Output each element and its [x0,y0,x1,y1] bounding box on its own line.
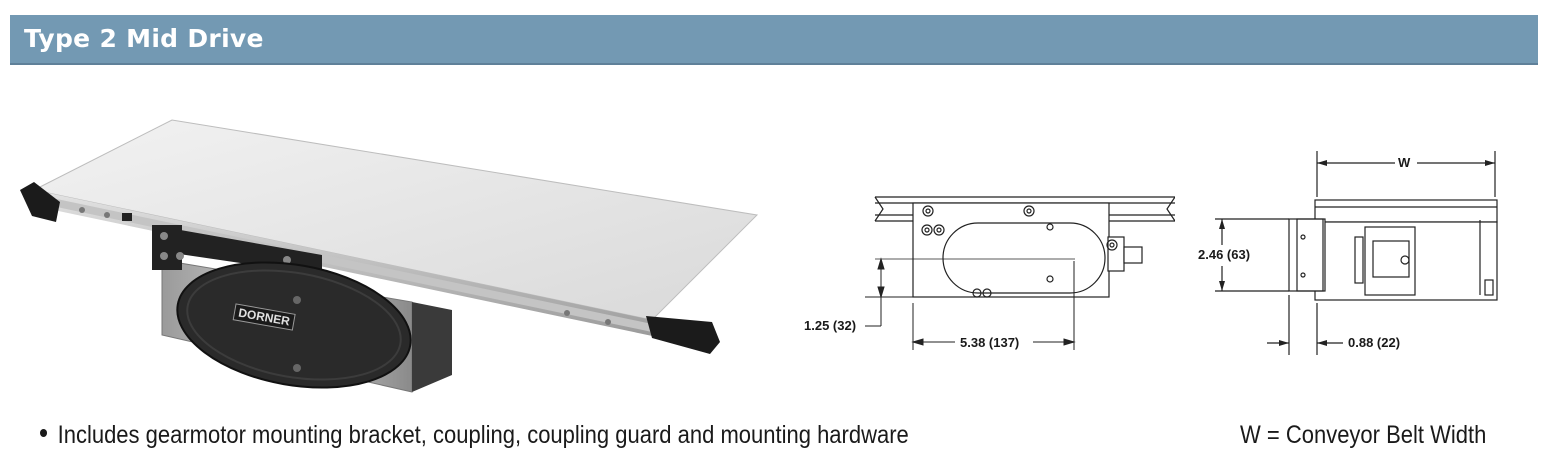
section-header: Type 2 Mid Drive [10,15,1538,65]
dim-height-offset: 1.25 (32) [804,318,857,333]
conveyor-photo: DORNER [20,119,759,393]
bullet-dot-icon [40,429,48,438]
rail-bolt [79,207,85,213]
coupling-guard [176,261,412,389]
width-legend: W = Conveyor Belt Width [1240,421,1487,449]
dim-belt-width: W [1398,155,1411,170]
rail-bolt [104,212,110,218]
dim-drive-length: 5.38 (137) [960,335,1020,350]
side-view-drawing [865,196,1175,350]
feature-bullet: Includes gearmotor mounting bracket, cou… [40,420,909,450]
rail-bolt [605,319,611,325]
section-title: Type 2 Mid Drive [24,24,264,53]
dim-drive-height: 2.46 (63) [1198,247,1251,262]
feature-text: Includes gearmotor mounting bracket, cou… [57,421,909,449]
dim-side-offset: 0.88 (22) [1348,335,1401,350]
rail-bolt [564,310,570,316]
end-view-drawing [1215,151,1498,355]
